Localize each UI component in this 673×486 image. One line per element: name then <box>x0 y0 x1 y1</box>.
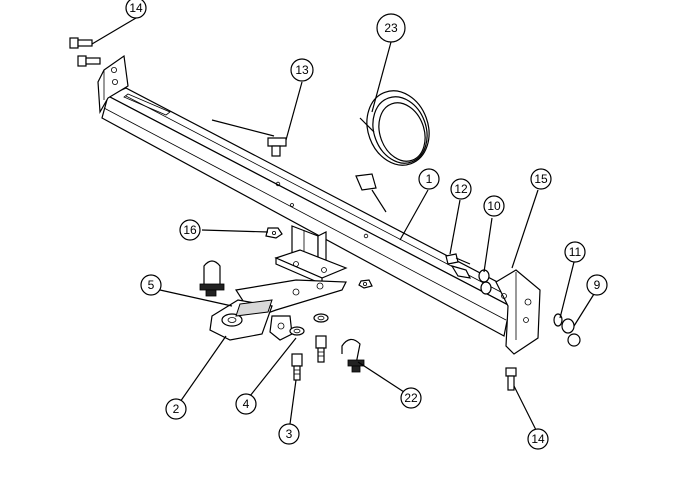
left-mounting-bracket <box>97 54 129 115</box>
callout-label: 16 <box>183 223 197 237</box>
washer-set <box>289 279 373 336</box>
bolt-right <box>315 335 327 363</box>
hardware-right <box>553 313 581 347</box>
callout-10: 10 <box>483 195 505 217</box>
callout-14-top: 14 <box>125 0 147 19</box>
callout-13: 13 <box>290 58 314 82</box>
cable-coil <box>359 90 430 166</box>
nut-16 <box>265 227 283 239</box>
callout-4: 4 <box>235 393 257 415</box>
bolt-14-lower <box>505 367 517 391</box>
cross-beam <box>101 87 530 337</box>
callout-label: 10 <box>487 199 501 213</box>
callout-9: 9 <box>586 274 608 296</box>
callout-label: 5 <box>148 278 155 292</box>
callout-5: 5 <box>140 274 162 296</box>
callout-label: 12 <box>454 182 468 196</box>
bolt-12 <box>445 253 492 295</box>
callout-label: 9 <box>594 278 601 292</box>
callout-12: 12 <box>450 178 472 200</box>
callout-11: 11 <box>564 241 586 263</box>
callout-label: 15 <box>534 172 548 186</box>
callout-2: 2 <box>165 398 187 420</box>
bolt-left <box>291 353 303 381</box>
drawbar-plate <box>274 249 348 285</box>
shackle-upper <box>199 260 225 297</box>
shackle-lower <box>341 338 365 373</box>
callout-22: 22 <box>400 387 422 409</box>
hanging-bracket <box>269 315 293 341</box>
clip-13 <box>211 119 287 157</box>
callout-label: 22 <box>404 391 418 405</box>
callout-3: 3 <box>278 423 300 445</box>
callout-label: 14 <box>129 1 143 15</box>
callout-label: 14 <box>531 432 545 446</box>
callout-label: 23 <box>384 21 398 35</box>
callout-23: 23 <box>376 13 406 43</box>
callout-14-bottom: 14 <box>527 428 549 450</box>
right-mounting-bracket <box>495 269 541 355</box>
callout-label: 11 <box>569 245 582 259</box>
tow-ball-mount <box>209 279 347 341</box>
callout-1: 1 <box>418 168 440 190</box>
callout-label: 1 <box>426 172 433 186</box>
bolt-14-upper <box>69 37 101 67</box>
callout-label: 13 <box>295 63 309 77</box>
callout-15: 15 <box>530 168 552 190</box>
leader-lines <box>91 17 595 431</box>
callout-16: 16 <box>179 219 201 241</box>
callout-label: 2 <box>173 402 180 416</box>
connector-clip <box>355 173 387 213</box>
callout-label: 4 <box>243 397 250 411</box>
callout-label: 3 <box>286 427 293 441</box>
